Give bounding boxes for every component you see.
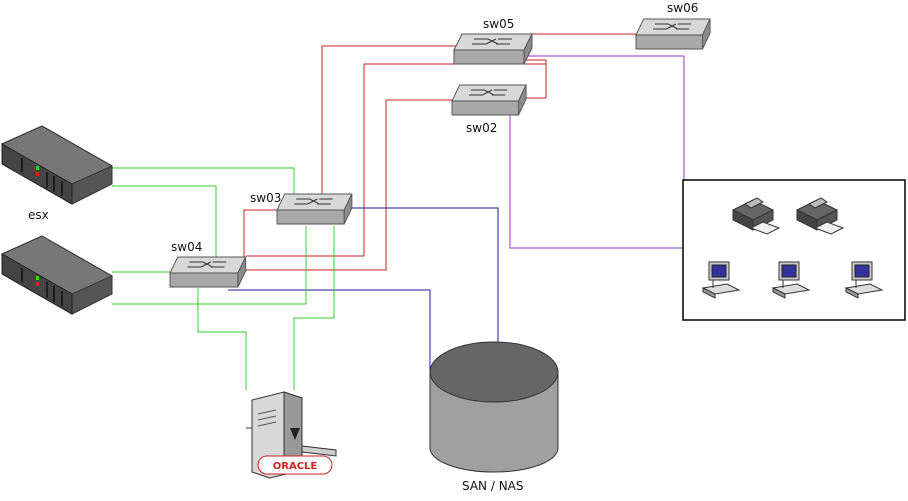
switch-sw05 [453, 33, 533, 65]
oracle-logo-text: ORACLE [273, 461, 318, 472]
esx-server-1 [1, 125, 113, 205]
link-esx1-sw04 [112, 185, 217, 262]
oracle-server: ORACLE [246, 391, 337, 479]
label-sw02: sw02 [466, 121, 497, 135]
link-sw03-san [352, 207, 499, 347]
switch-sw04 [169, 256, 247, 288]
link-esx2-sw03 [112, 226, 307, 305]
label-esx: esx [28, 208, 49, 222]
link-sw02-sw04-b [228, 99, 452, 271]
switch-sw02 [451, 84, 527, 116]
link-sw03-sw04 [243, 209, 278, 262]
link-sw05-sw02 [522, 59, 547, 99]
link-sw03-oracle [293, 226, 335, 390]
link-sw02-lan [509, 112, 684, 249]
label-sw06: sw06 [667, 1, 698, 15]
link-sw04-san [228, 289, 431, 374]
label-sw04: sw04 [171, 240, 202, 254]
switch-sw06 [635, 18, 711, 50]
lan-group [682, 179, 906, 321]
label-san-nas: SAN / NAS [462, 479, 524, 493]
switch-sw03 [276, 193, 353, 225]
label-sw05: sw05 [483, 17, 514, 31]
link-sw05-sw03 [321, 45, 460, 196]
green-links [112, 167, 335, 390]
esx-server-2 [1, 235, 113, 315]
red-links [228, 33, 636, 271]
san-nas-storage [429, 341, 559, 473]
link-sw04-oracle [197, 288, 247, 390]
label-sw03: sw03 [250, 191, 281, 205]
link-esx1-sw03 [112, 167, 295, 196]
purple-links [509, 55, 685, 249]
link-sw05-lan [528, 55, 685, 180]
